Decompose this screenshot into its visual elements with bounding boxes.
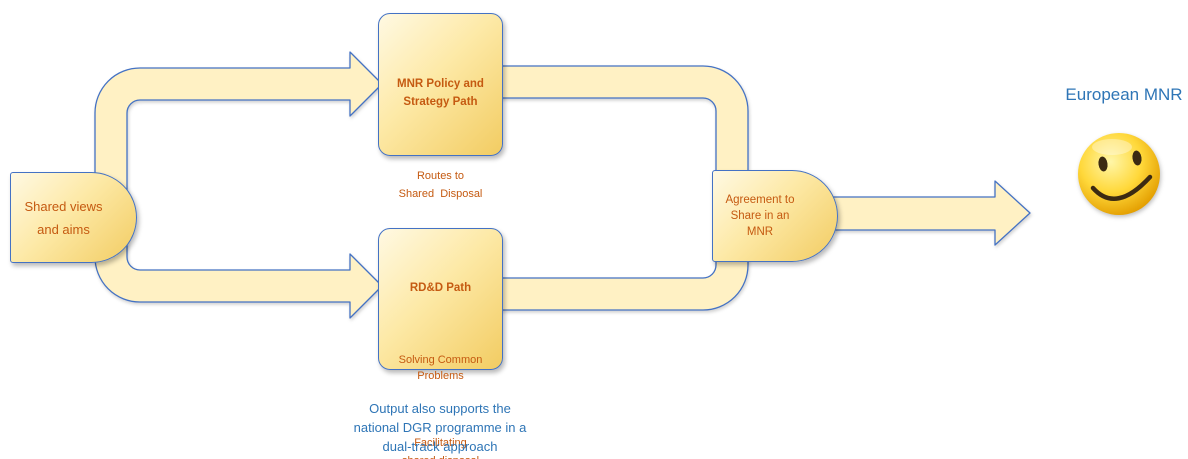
european-mnr-label: European MNR bbox=[1065, 85, 1183, 104]
shared-views-label: Shared views and aims bbox=[24, 198, 103, 237]
policy-path-description: Routes to Shared Disposal bbox=[398, 170, 483, 200]
rdd-path-detail: Solving Common Problems bbox=[398, 354, 483, 382]
connector-policy-to-agreement bbox=[494, 65, 749, 201]
dual-track-note: Output also supports the national DGR pr… bbox=[353, 401, 527, 454]
smiley-face-icon bbox=[1078, 133, 1160, 215]
connector-rdd-to-agreement bbox=[494, 229, 749, 311]
policy-strategy-path-box: MNR Policy and Strategy Path Routes to S… bbox=[378, 13, 503, 200]
agreement-label: Agreement to Share in an MNR bbox=[725, 194, 795, 238]
agreement-shape: Agreement to Share in an MNR bbox=[712, 170, 838, 262]
rdd-path-title: RD&D Path bbox=[409, 282, 472, 294]
rdd-path-box: RD&D Path Solving Common Problems Facili… bbox=[378, 228, 503, 459]
shared-views-shape: Shared views and aims bbox=[10, 172, 137, 263]
policy-path-title: MNR Policy and Strategy Path bbox=[397, 78, 484, 108]
arrow-agreement-to-european-mnr bbox=[819, 180, 1031, 246]
arrow-start-to-policy-path bbox=[94, 51, 383, 201]
rdd-path-detail: Facilitating shared disposal bbox=[402, 437, 479, 459]
arrow-start-to-rdd-path bbox=[94, 229, 383, 319]
